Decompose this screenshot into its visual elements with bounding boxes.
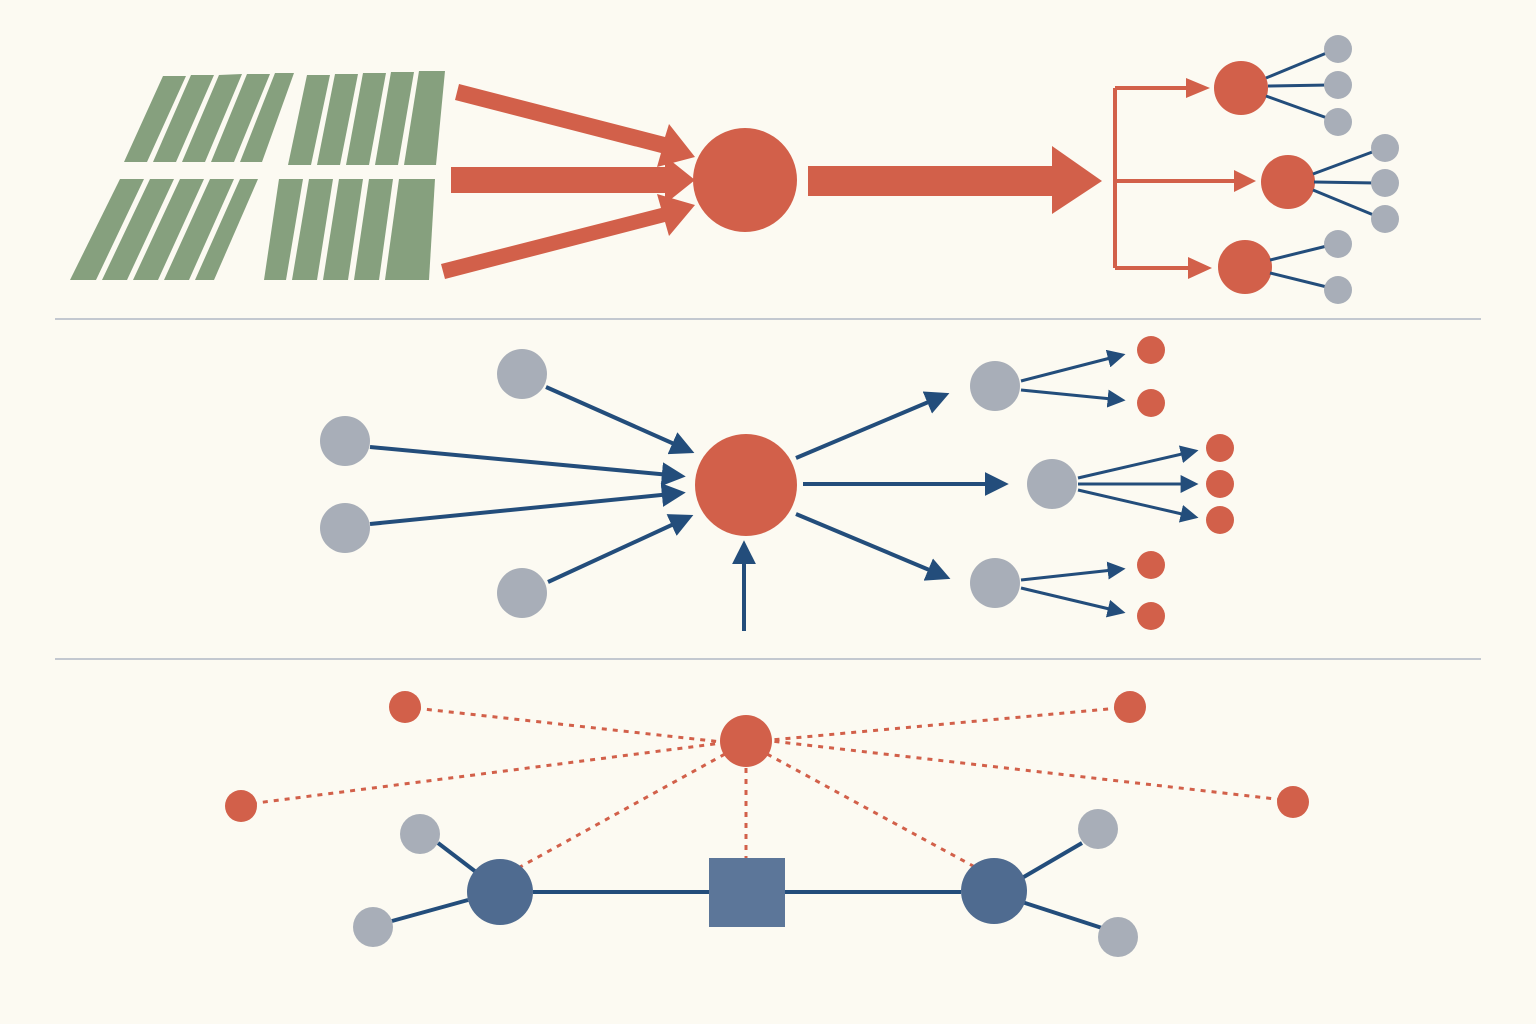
target-node-icon (1137, 389, 1165, 417)
leaf-node-icon (1371, 134, 1399, 162)
switch-node-right (961, 858, 1027, 924)
wired-clients (353, 809, 1138, 957)
target-node-icon (1137, 336, 1165, 364)
client-node-icon (400, 814, 440, 854)
wireless-peer-icon (225, 790, 257, 822)
target-node-icon (1137, 551, 1165, 579)
relay-node-icon (970, 558, 1020, 608)
relay-arrows (1020, 349, 1199, 618)
target-node-icon (1206, 506, 1234, 534)
wireless-peer-icon (389, 691, 421, 723)
relay-leaves (1137, 336, 1234, 630)
target-node-icon (1137, 602, 1165, 630)
wired-links (391, 841, 1103, 930)
client-node-icon (1078, 809, 1118, 849)
input-arrow-top (455, 84, 695, 167)
client-node-icon (353, 907, 393, 947)
solar-panel-block-top-right (288, 71, 445, 165)
wireless-peer-icon (1114, 691, 1146, 723)
wireless-hub-node (720, 715, 772, 767)
sub-hub-node-top (1214, 61, 1268, 115)
square-router-icon (709, 858, 785, 927)
source-node-icon (497, 568, 547, 618)
input-arrows (441, 84, 695, 279)
outbound-arrows (795, 391, 1009, 581)
solar-aggregation-panel (70, 35, 1399, 304)
sub-hub-node-middle (1261, 155, 1315, 209)
solar-panel-block-bottom-left (70, 179, 258, 280)
target-node-icon (1206, 434, 1234, 462)
inbound-nodes (320, 349, 547, 618)
solar-panel-icon (70, 71, 445, 280)
source-node-icon (320, 503, 370, 553)
distribution-arrowheads (1186, 78, 1256, 279)
relay-node-icon (970, 361, 1020, 411)
central-hub-node (695, 434, 797, 536)
leaf-node-icon (1324, 276, 1352, 304)
inbound-arrows (369, 385, 756, 631)
switch-node-left (467, 859, 533, 925)
solar-panel-block-bottom-right (264, 179, 435, 280)
relay-nodes (970, 361, 1077, 608)
leaf-node-icon (1324, 230, 1352, 258)
leaf-node-icon (1324, 71, 1352, 99)
sub-hub-spokes (1265, 50, 1377, 290)
input-arrow-bottom (441, 194, 695, 279)
hub-output-arrow (808, 146, 1102, 214)
source-node-icon (320, 416, 370, 466)
solar-panel-block-top-left (124, 73, 294, 162)
distribution-bracket (1113, 86, 1240, 270)
solar-hub-node (693, 128, 797, 232)
network-link-panel (225, 691, 1309, 957)
leaf-node-icon (1371, 169, 1399, 197)
client-node-icon (1098, 917, 1138, 957)
relay-node-icon (1027, 459, 1077, 509)
leaf-node-icon (1371, 205, 1399, 233)
dotted-links (240, 705, 1294, 869)
leaf-node-icon (1324, 35, 1352, 63)
wireless-peer-icon (1277, 786, 1309, 818)
leaf-node-icon (1324, 108, 1352, 136)
source-node-icon (497, 349, 547, 399)
sub-hub-leaves (1324, 35, 1399, 304)
target-node-icon (1206, 470, 1234, 498)
sub-hub-node-bottom (1218, 240, 1272, 294)
input-arrow-middle (451, 156, 695, 204)
hub-distribution-panel (320, 336, 1234, 631)
wireless-peers (225, 691, 1309, 822)
